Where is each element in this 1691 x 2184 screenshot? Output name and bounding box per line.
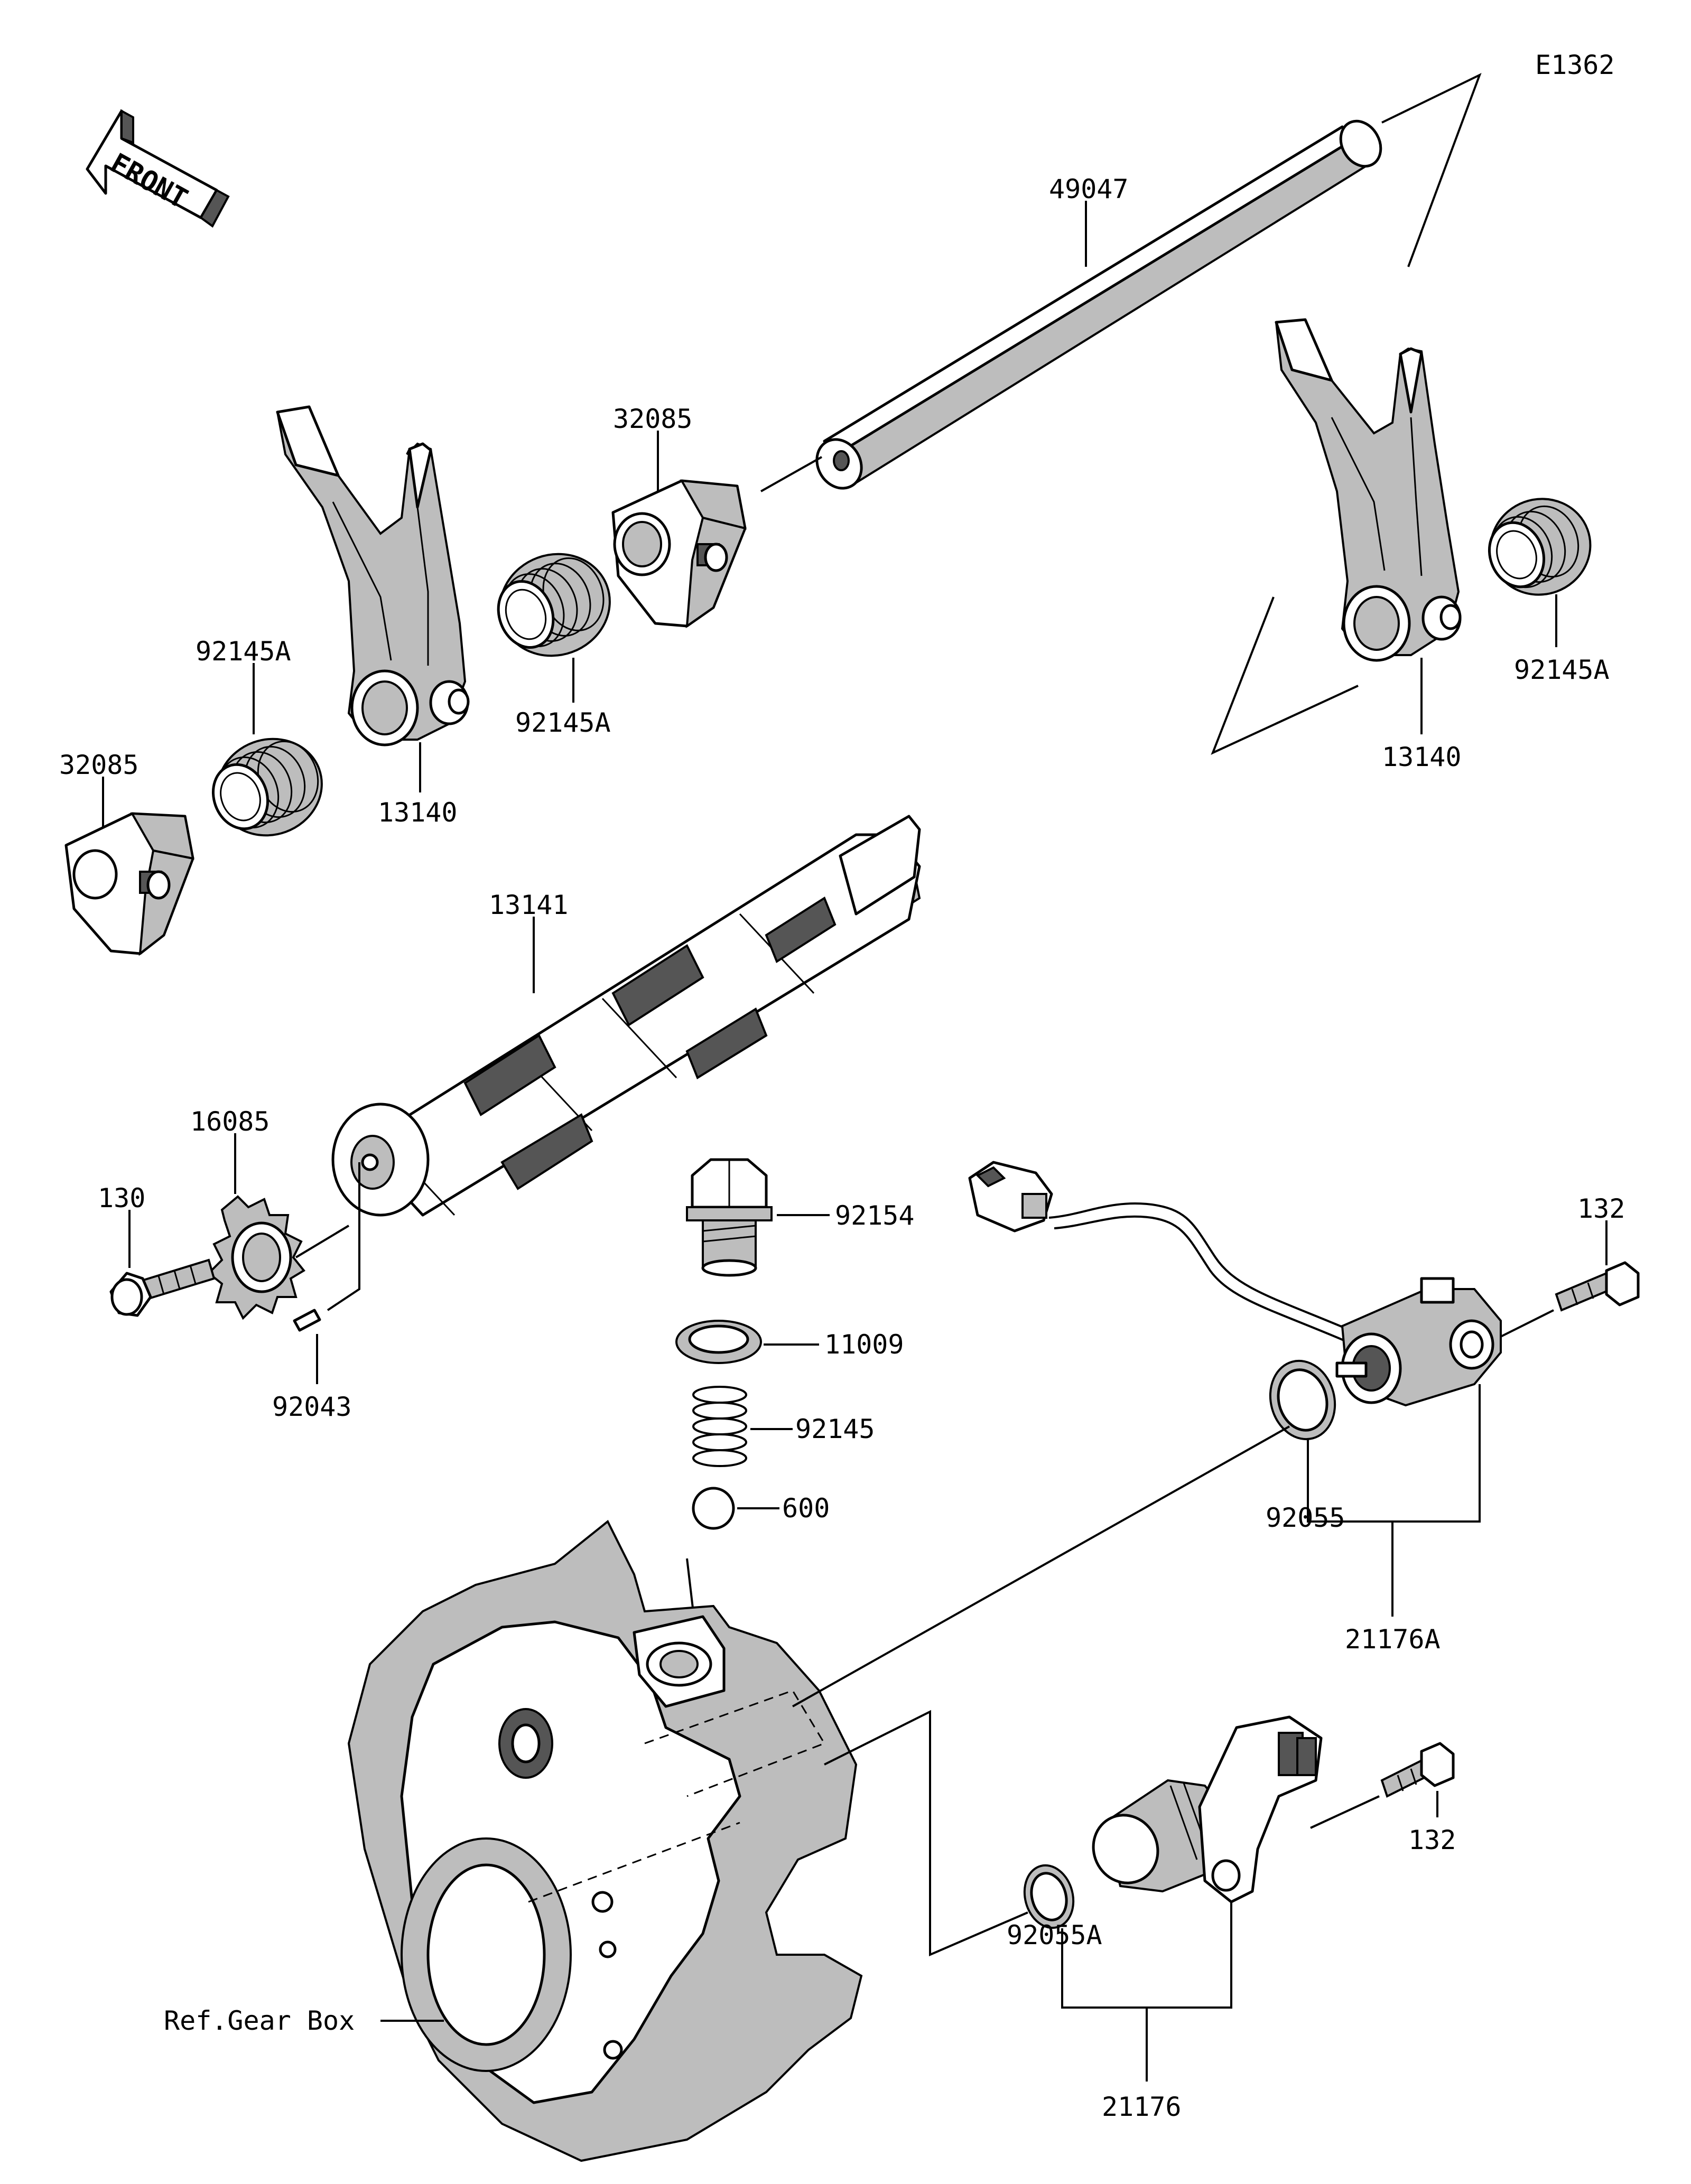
plug-bolt-92154: [686, 1158, 773, 1277]
ref-gear-box-label: Ref.Gear Box: [164, 2005, 355, 2036]
spring-92145a-1: [211, 738, 323, 837]
label-132-bottom: 132: [1408, 1825, 1456, 1855]
spring-92145a-2: [497, 553, 611, 657]
washer-11009: [675, 1320, 762, 1364]
label-130: 130: [98, 1183, 145, 1214]
bolt-132-top: [1555, 1261, 1640, 1312]
front-arrow-icon: FRONT: [86, 109, 230, 228]
label-21176: 21176: [1102, 2092, 1182, 2122]
pin-92043: [293, 1309, 321, 1332]
gear-box-ref: [347, 1519, 863, 2162]
sensor-21176: [1092, 1715, 1323, 1903]
diagram-code: E1362: [1535, 50, 1615, 80]
label-600: 600: [782, 1493, 830, 1524]
label-92043: 92043: [272, 1392, 352, 1422]
spring-92145: [692, 1386, 747, 1467]
label-16085: 16085: [190, 1106, 270, 1137]
spring-92145a-3: [1488, 498, 1592, 596]
o-ring-92055a: [1023, 1864, 1075, 1929]
label-32085-left: 32085: [59, 750, 139, 780]
ball-600: [692, 1487, 735, 1530]
gear-16085: [207, 1195, 305, 1320]
label-92154: 92154: [835, 1200, 915, 1231]
label-49047: 49047: [1049, 174, 1129, 204]
label-32085-top: 32085: [613, 404, 693, 434]
o-ring-92055: [1269, 1359, 1336, 1441]
label-92145: 92145: [795, 1414, 875, 1444]
label-92055A: 92055A: [1007, 1920, 1102, 1950]
label-21176A: 21176A: [1345, 1624, 1441, 1655]
label-92145A-3: 92145A: [1514, 655, 1610, 685]
label-13141: 13141: [489, 890, 569, 920]
connector-plug: [968, 1161, 1353, 1343]
label-92145A-1: 92145A: [196, 636, 291, 667]
label-92055: 92055: [1266, 1502, 1345, 1533]
shift-fork-left-13140: [276, 405, 470, 746]
guide-32085-top: [611, 479, 747, 629]
label-132-top: 132: [1577, 1193, 1625, 1224]
bolt-130: [109, 1258, 216, 1317]
label-13140-right: 13140: [1382, 742, 1462, 772]
shift-fork-right-13140: [1275, 318, 1462, 662]
shift-rod-49047: [815, 119, 1382, 490]
shift-drum-13141: [331, 815, 921, 1217]
guide-32085-left: [64, 812, 194, 956]
bolt-132-bottom: [1380, 1742, 1455, 1798]
sensor-21176a: [1335, 1277, 1502, 1407]
label-92145A-2: 92145A: [515, 707, 611, 738]
label-13140-left: 13140: [378, 797, 458, 828]
label-11009: 11009: [824, 1329, 904, 1360]
